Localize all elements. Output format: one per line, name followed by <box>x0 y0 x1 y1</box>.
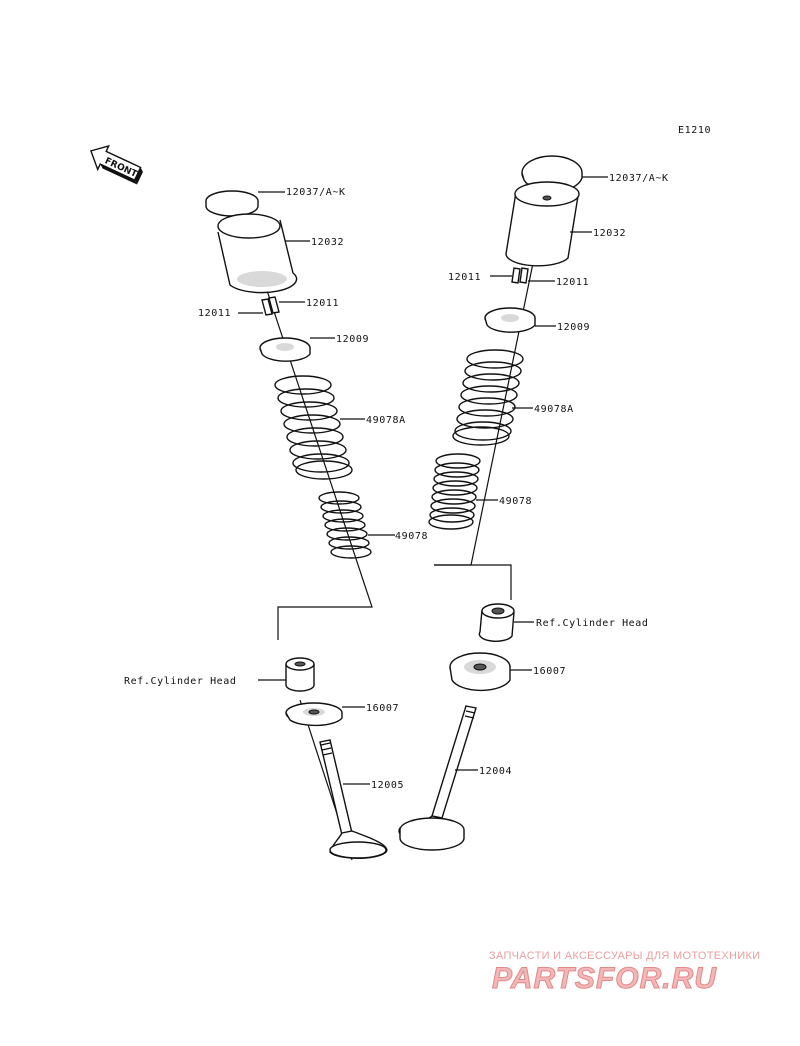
left-valve-guide <box>285 657 315 692</box>
diagram-code: E1210 <box>678 125 711 136</box>
watermark-tagline: ЗАПЧАСТИ И АКСЕССУАРЫ ДЛЯ МОТОТЕХНИКИ <box>489 950 761 962</box>
left-keeper-b-label: 12011 <box>198 308 231 319</box>
left-inner-spring-label: 49078 <box>395 531 428 542</box>
right-lifter-label: 12032 <box>593 228 626 239</box>
right-shim-label: 12037/A~K <box>609 173 669 184</box>
right-seal-label: 16007 <box>533 666 566 677</box>
right-keepers <box>511 267 529 284</box>
left-ref-head-label: Ref.Cylinder Head <box>124 676 237 687</box>
left-shim <box>205 190 259 217</box>
right-centerline <box>434 194 548 600</box>
right-valve-label: 12004 <box>479 766 512 777</box>
right-seal <box>449 652 511 692</box>
left-outer-spring <box>274 375 353 480</box>
right-inner-spring <box>428 453 481 530</box>
right-inner-spring-label: 49078 <box>499 496 532 507</box>
left-seal-label: 16007 <box>366 703 399 714</box>
right-outer-spring-label: 49078A <box>534 404 574 415</box>
left-valve <box>319 739 388 859</box>
right-ref-head-label: Ref.Cylinder Head <box>536 618 649 629</box>
left-inner-spring <box>318 491 372 559</box>
right-lifter <box>505 181 580 267</box>
left-valve-label: 12005 <box>371 780 404 791</box>
right-keeper-b-label: 12011 <box>556 277 589 288</box>
left-shim-label: 12037/A~K <box>286 187 346 198</box>
watermark-logo: PARTSFOR.RU <box>492 962 717 996</box>
left-keeper-a-label: 12011 <box>306 298 339 309</box>
left-retainer <box>259 337 311 362</box>
left-outer-spring-label: 49078A <box>366 415 406 426</box>
left-centerline <box>236 199 373 640</box>
right-retainer-label: 12009 <box>557 322 590 333</box>
left-lifter-label: 12032 <box>311 237 344 248</box>
right-valve-guide <box>478 603 515 642</box>
right-outer-spring <box>452 349 524 446</box>
left-lifter <box>217 213 298 294</box>
right-keeper-a-label: 12011 <box>448 272 481 283</box>
right-valve <box>398 705 477 851</box>
left-seal <box>285 702 343 727</box>
left-keepers <box>261 296 280 316</box>
right-retainer <box>484 307 536 333</box>
left-retainer-label: 12009 <box>336 334 369 345</box>
front-arrow-icon: FRONT <box>90 144 143 185</box>
